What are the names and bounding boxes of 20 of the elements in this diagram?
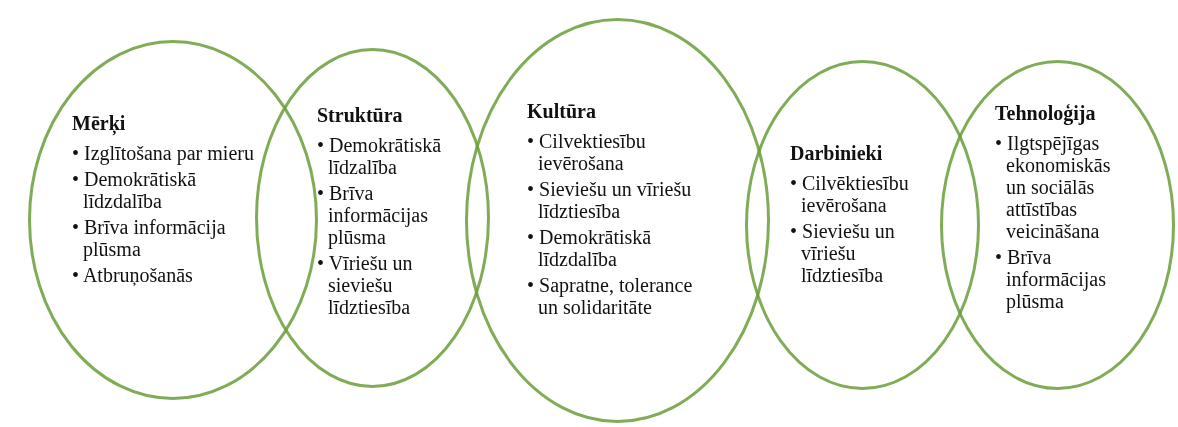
bullet-item: • Cilvektiesību ievērošana [527, 130, 647, 174]
bullet-item: • Izglītošana par mieru [72, 142, 255, 164]
bullet-item: • Ilgtspējīgas ekonomiskās un sociālās attīstības veicināšana [995, 132, 1112, 242]
bullet-item: • Brīva informācija plūsma [72, 216, 227, 260]
heading: Tehnoloģija [995, 102, 1096, 124]
bullet-item: • Atbruņošanās [72, 264, 194, 286]
heading: Mērķi [72, 112, 126, 134]
heading: Darbinieki [790, 142, 883, 164]
bullet-item: • Cilvēktiesību ievērošana [790, 172, 910, 216]
bullet-item: • Sieviešu un vīriešu līdztiesība [527, 178, 693, 222]
bullet-item: • Demokrātiskā līdzdalība [527, 226, 653, 270]
bullet-item: • Sieviešu un vīriešu līdztiesība [790, 220, 896, 286]
bullet-item: • Sapratne, tolerance un solidaritāte [527, 274, 694, 318]
heading: Struktūra [317, 104, 403, 126]
bullet-item: • Brīva informācijas plūsma [317, 182, 429, 248]
bullet-item: • Brīva informācijas plūsma [995, 246, 1107, 312]
heading: Kultūra [527, 100, 596, 122]
bullet-item: • Vīriešu un sieviešu līdztiesība [317, 252, 414, 318]
bullet-item: • Demokrātiskā līdzalība [317, 134, 443, 178]
bullet-item: • Demokrātiskā līdzdalība [72, 168, 198, 212]
